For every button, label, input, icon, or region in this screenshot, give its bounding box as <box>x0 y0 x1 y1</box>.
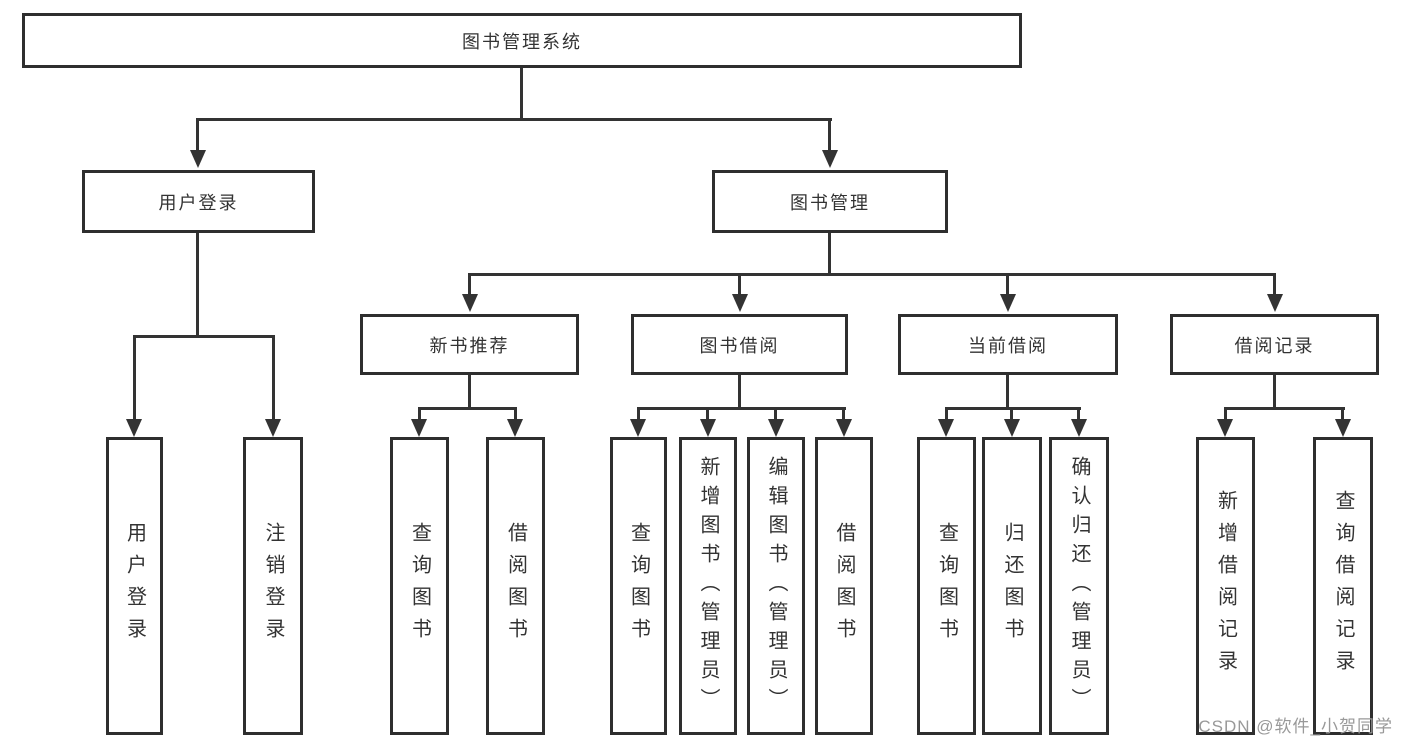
arrowhead-icon <box>630 419 646 437</box>
node-borrow-books-leaf: 借阅图书 <box>815 437 873 735</box>
arrowhead-icon <box>732 294 748 312</box>
node-root: 图书管理系统 <box>22 13 1022 68</box>
arrowhead-icon <box>1004 419 1020 437</box>
connector-line <box>1077 407 1080 421</box>
connector-line <box>468 273 1276 276</box>
connector-line <box>1006 273 1009 297</box>
arrowhead-icon <box>700 419 716 437</box>
connector-line <box>1273 375 1276 407</box>
connector-line <box>468 375 471 407</box>
connector-line <box>945 407 1081 410</box>
connector-line <box>945 407 948 421</box>
node-book-management: 图书管理 <box>712 170 948 233</box>
arrowhead-icon <box>822 150 838 168</box>
node-label: 新增图书（管理员） <box>697 455 719 717</box>
connector-line <box>514 407 517 421</box>
connector-line <box>738 375 741 407</box>
arrowhead-icon <box>190 150 206 168</box>
arrowhead-icon <box>1000 294 1016 312</box>
connector-line <box>418 407 421 421</box>
connector-line <box>828 118 831 152</box>
node-label: 用户登录 <box>123 522 146 650</box>
node-add-borrow-record: 新增借阅记录 <box>1196 437 1255 735</box>
node-add-book-admin: 新增图书（管理员） <box>679 437 737 735</box>
csdn-watermark: CSDN @软件_小贺同学 <box>1198 717 1393 736</box>
node-query-books-current: 查询图书 <box>917 437 976 735</box>
arrowhead-icon <box>462 294 478 312</box>
connector-line <box>520 68 523 118</box>
node-label: 查询借阅记录 <box>1332 490 1354 682</box>
node-label: 新增借阅记录 <box>1214 490 1237 682</box>
node-user-login-leaf: 用户登录 <box>106 437 163 735</box>
connector-line <box>272 335 275 421</box>
connector-line <box>1341 407 1344 421</box>
connector-line <box>196 118 832 121</box>
node-label: 借阅图书 <box>833 522 855 650</box>
arrowhead-icon <box>411 419 427 437</box>
node-return-books: 归还图书 <box>982 437 1042 735</box>
connector-line <box>196 233 199 335</box>
connector-line <box>468 273 471 297</box>
node-borrow-books-recommend: 借阅图书 <box>486 437 545 735</box>
node-query-books-borrow: 查询图书 <box>610 437 667 735</box>
arrowhead-icon <box>938 419 954 437</box>
arrowhead-icon <box>1217 419 1233 437</box>
arrowhead-icon <box>126 419 142 437</box>
node-label: 归还图书 <box>1001 522 1023 650</box>
arrowhead-icon <box>836 419 852 437</box>
node-edit-book-admin: 编辑图书（管理员） <box>747 437 805 735</box>
connector-line <box>842 407 845 421</box>
node-label: 借阅图书 <box>504 522 527 650</box>
node-label: 查询图书 <box>627 522 650 650</box>
node-label: 编辑图书（管理员） <box>765 455 787 717</box>
node-label: 注销登录 <box>262 522 284 650</box>
connector-line <box>133 335 275 338</box>
node-new-book-recommend: 新书推荐 <box>360 314 579 375</box>
arrowhead-icon <box>1335 419 1351 437</box>
node-logout-leaf: 注销登录 <box>243 437 303 735</box>
node-borrow-records: 借阅记录 <box>1170 314 1379 375</box>
node-query-borrow-record: 查询借阅记录 <box>1313 437 1373 735</box>
connector-line <box>738 273 741 297</box>
connector-line <box>637 407 640 421</box>
connector-line <box>418 407 517 410</box>
node-label: 查询图书 <box>935 522 958 650</box>
connector-line <box>1010 407 1013 421</box>
connector-line <box>1006 375 1009 407</box>
connector-line <box>637 407 846 410</box>
node-book-borrow: 图书借阅 <box>631 314 848 375</box>
node-label: 查询图书 <box>408 522 431 650</box>
node-user-login: 用户登录 <box>82 170 315 233</box>
connector-line <box>1224 407 1345 410</box>
connector-line <box>133 335 136 421</box>
connector-line <box>1273 273 1276 297</box>
connector-line <box>774 407 777 421</box>
node-query-books-recommend: 查询图书 <box>390 437 449 735</box>
node-label: 确认归还（管理员） <box>1068 455 1090 717</box>
arrowhead-icon <box>1071 419 1087 437</box>
node-confirm-return-admin: 确认归还（管理员） <box>1049 437 1109 735</box>
connector-line <box>196 118 199 152</box>
connector-line <box>706 407 709 421</box>
arrowhead-icon <box>768 419 784 437</box>
arrowhead-icon <box>507 419 523 437</box>
connector-line <box>1224 407 1227 421</box>
arrowhead-icon <box>1267 294 1283 312</box>
connector-line <box>828 233 831 273</box>
node-current-borrow: 当前借阅 <box>898 314 1118 375</box>
arrowhead-icon <box>265 419 281 437</box>
